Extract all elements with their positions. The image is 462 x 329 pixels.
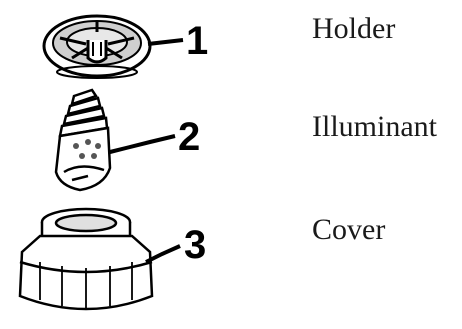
leader-line-2 [110, 136, 175, 152]
cover-drawing [20, 209, 152, 310]
leader-line-1 [148, 40, 183, 44]
part-label-cover: Cover [312, 215, 385, 245]
part-number-1: 1 [186, 19, 208, 63]
holder-drawing [44, 16, 150, 78]
part-label-holder: Holder [312, 14, 395, 44]
illuminant-drawing [56, 90, 110, 190]
part-label-illuminant: Illuminant [312, 112, 437, 142]
part-number-2: 2 [178, 115, 200, 159]
part-number-3: 3 [184, 223, 206, 267]
